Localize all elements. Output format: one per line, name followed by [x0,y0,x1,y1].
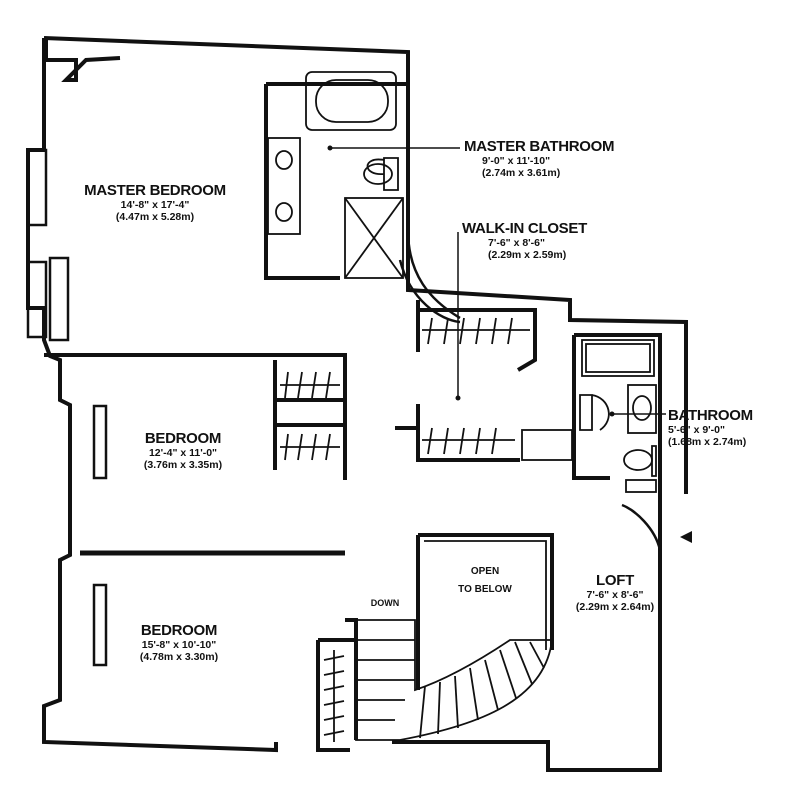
sink-icon [275,150,293,170]
room-dimensions-metric: (4.78m x 3.30m) [139,651,219,664]
room-name: WALK-IN CLOSET [462,220,587,237]
bedroom-closet-wall [273,360,347,470]
room-dimensions-metric: (2.29m x 2.64m) [575,601,655,614]
room-dimensions-imperial: 5'-6" x 9'-0" [668,424,725,437]
open-to-below-line-2: TO BELOW [458,583,512,595]
master-bathroom-label: MASTER BATHROOM 9'-0" x 11'-10" (2.74m x… [464,138,644,179]
bathroom-label: BATHROOM 5'-6" x 9'-0" (1.68m x 2.74m) [668,407,788,448]
room-dimensions-metric: (3.76m x 3.35m) [143,459,223,472]
toilet-bowl [623,449,653,471]
stair-direction-text: DOWN [370,598,400,608]
master-bathroom-walls [264,82,408,280]
bathroom-vanity [627,384,657,434]
room-name: BEDROOM [140,622,218,639]
shower-stall [344,197,404,279]
open-to-below-line-1: OPEN [470,566,500,577]
bathroom-walls [572,333,662,494]
wall-master-bedroom-south [44,353,347,400]
bathtub-basin [315,79,389,123]
bathroom-door-swing [579,394,610,431]
sink-icon [632,395,652,421]
room-dimensions-imperial: 12'-4" x 11'-0" [148,447,218,460]
sink-icon [275,202,293,222]
window-west-5 [92,583,108,667]
room-dimensions-imperial: 15'-8" x 10'-10" [141,639,217,652]
master-bedroom-corner-step [44,40,121,82]
closet-rod-bedroom-1 [280,371,340,461]
bathtub [305,71,397,131]
room-dimensions-imperial: 14'-8" x 17'-4" [120,199,190,212]
room-dimensions-metric: (4.47m x 5.28m) [115,211,195,224]
bathroom-tub [581,339,655,377]
stair-guard-wall [316,618,358,752]
room-dimensions-imperial: 7'-6" x 8'-6" [488,237,545,250]
room-dimensions-imperial: 9'-0" x 11'-10" [482,155,551,168]
toilet-icon [366,157,399,191]
bedroom-1-label: BEDROOM 12'-4" x 11'-0" (3.76m x 3.35m) [108,430,258,471]
room-dimensions-metric: (2.29m x 2.59m) [488,249,567,262]
window-west-2 [26,260,48,339]
bathroom-threshold [625,479,657,493]
closet-rod-bedroom-2 [323,650,345,742]
double-vanity [267,137,301,235]
loft-label: LOFT 7'-6" x 8'-6" (2.29m x 2.64m) [560,572,670,613]
window-west-1 [26,148,48,227]
open-to-below-label: OPEN TO BELOW [440,566,530,595]
closet-curved-wall-inner [398,259,461,324]
entry-arrow-icon [680,531,692,543]
toilet-icon [651,445,657,477]
room-name: MASTER BEDROOM [84,182,226,199]
room-name: LOFT [596,572,634,589]
loft-door-swing [621,503,662,551]
open-to-below-rail-inner [424,540,547,650]
room-dimensions-imperial: 7'-6" x 8'-6" [586,589,644,602]
room-dimensions-metric: (2.74m x 3.61m) [482,167,561,180]
room-name: MASTER BATHROOM [464,138,615,155]
room-name: BEDROOM [144,430,222,447]
exterior-wall [26,36,688,772]
bedroom-1-east-wall [68,405,347,540]
walk-in-closet-walls [395,300,537,462]
open-to-below-rail [416,533,554,690]
bathroom-tub-inner [585,343,651,373]
closet-rod-walk-in [422,317,530,455]
room-name: BATHROOM [668,407,753,424]
room-dimensions-metric: (1.68m x 2.74m) [668,436,747,449]
closet-shelf [521,429,573,461]
bedroom-2-label: BEDROOM 15'-8" x 10'-10" (4.78m x 3.30m) [104,622,254,663]
window-west-3 [48,256,70,342]
stair-down-label: DOWN [360,598,410,608]
master-bedroom-label: MASTER BEDROOM 14'-8" x 17'-4" (4.47m x … [70,182,240,223]
closet-curved-wall [406,229,461,320]
staircase [355,619,554,741]
walk-in-closet-label: WALK-IN CLOSET 7'-6" x 8'-6" (2.29m x 2.… [462,220,622,261]
window-west-4 [92,404,108,480]
toilet-bowl [363,163,393,185]
